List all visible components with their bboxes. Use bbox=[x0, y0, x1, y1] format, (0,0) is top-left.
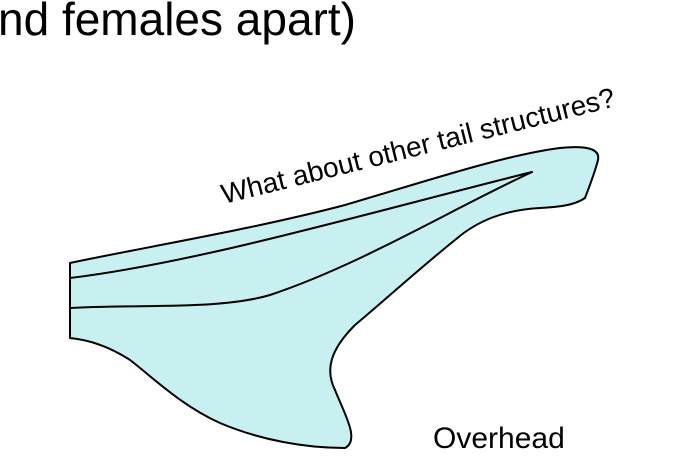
tail-shape bbox=[69, 146, 600, 449]
slide-title: nd females apart) bbox=[0, 0, 356, 45]
tail-lower-ridge-line bbox=[69, 171, 533, 309]
tail-upper-ridge-line bbox=[69, 171, 533, 279]
overhead-view-label: Overhead bbox=[433, 422, 565, 455]
